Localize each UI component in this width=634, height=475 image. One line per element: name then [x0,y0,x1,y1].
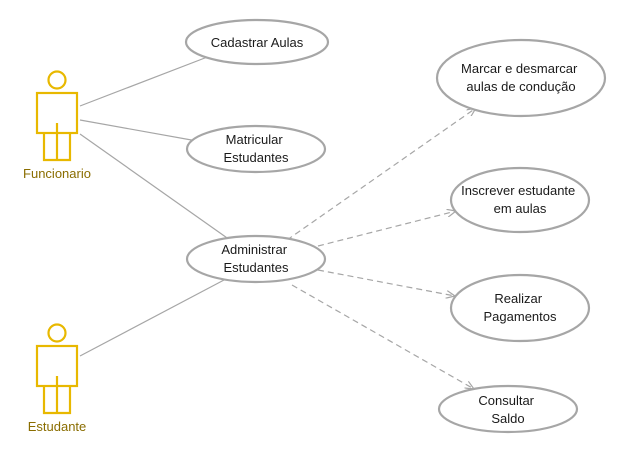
association-estudante-administrar-estudantes [79,279,225,357]
association-funcionario-administrar-estudantes [79,133,231,241]
use-case-administrar-estudantes[interactable]: Administrar Estudantes [185,234,327,284]
use-case-label: Marcar e desmarcar aulas de condução [461,61,581,94]
actor-label: Funcionario [23,166,91,181]
use-case-label: Inscrever estudante em aulas [461,183,579,216]
dependency-to-inscrever-estudante [317,211,456,247]
associations [79,55,231,357]
actor-funcionario[interactable]: Funcionario [23,70,91,182]
use-case-label-line: Consultar [478,393,534,408]
dependency-to-marcar-desmarcar [286,108,476,241]
use-case-cadastrar-aulas[interactable]: Cadastrar Aulas [184,18,330,66]
use-case-label-line: Estudantes [223,150,289,165]
use-case-label-line: aulas de condução [466,79,575,94]
use-case-label-line: Saldo [491,411,524,426]
stick-figure-icon [35,323,79,415]
stick-figure-icon [35,70,79,162]
dependency-to-consultar-saldo [291,284,474,389]
dependency-to-realizar-pagamentos [317,269,455,296]
actor-label: Estudante [28,419,87,434]
use-case-marcar-desmarcar-aulas[interactable]: Marcar e desmarcar aulas de condução [435,38,607,118]
use-case-consultar-saldo[interactable]: Consultar Saldo [437,384,579,434]
use-case-label-line: Cadastrar Aulas [211,35,304,50]
use-case-label-line: Marcar e desmarcar [461,61,578,76]
use-case-label: Matricular Estudantes [223,132,289,165]
use-case-label-line: Estudantes [223,260,289,275]
use-case-label: Administrar Estudantes [221,242,290,275]
association-funcionario-matricular-estudantes [79,119,198,142]
actor-estudante[interactable]: Estudante [28,323,87,435]
use-case-realizar-pagamentos[interactable]: Realizar Pagamentos [449,273,591,343]
use-case-label: Consultar Saldo [478,393,537,426]
use-case-label: Cadastrar Aulas [211,35,304,50]
association-funcionario-cadastrar-aulas [79,55,211,107]
use-case-label-line: Inscrever estudante [461,183,575,198]
use-case-label-line: em aulas [494,201,547,216]
use-case-label-line: Matricular [226,132,284,147]
use-case-inscrever-estudante[interactable]: Inscrever estudante em aulas [449,166,591,234]
use-case-label-line: Pagamentos [484,309,557,324]
use-case-matricular-estudantes[interactable]: Matricular Estudantes [185,124,327,174]
dependencies [286,108,476,389]
use-case-label-line: Administrar [221,242,287,257]
use-case-label: Realizar Pagamentos [484,291,557,324]
use-case-label-line: Realizar [494,291,542,306]
